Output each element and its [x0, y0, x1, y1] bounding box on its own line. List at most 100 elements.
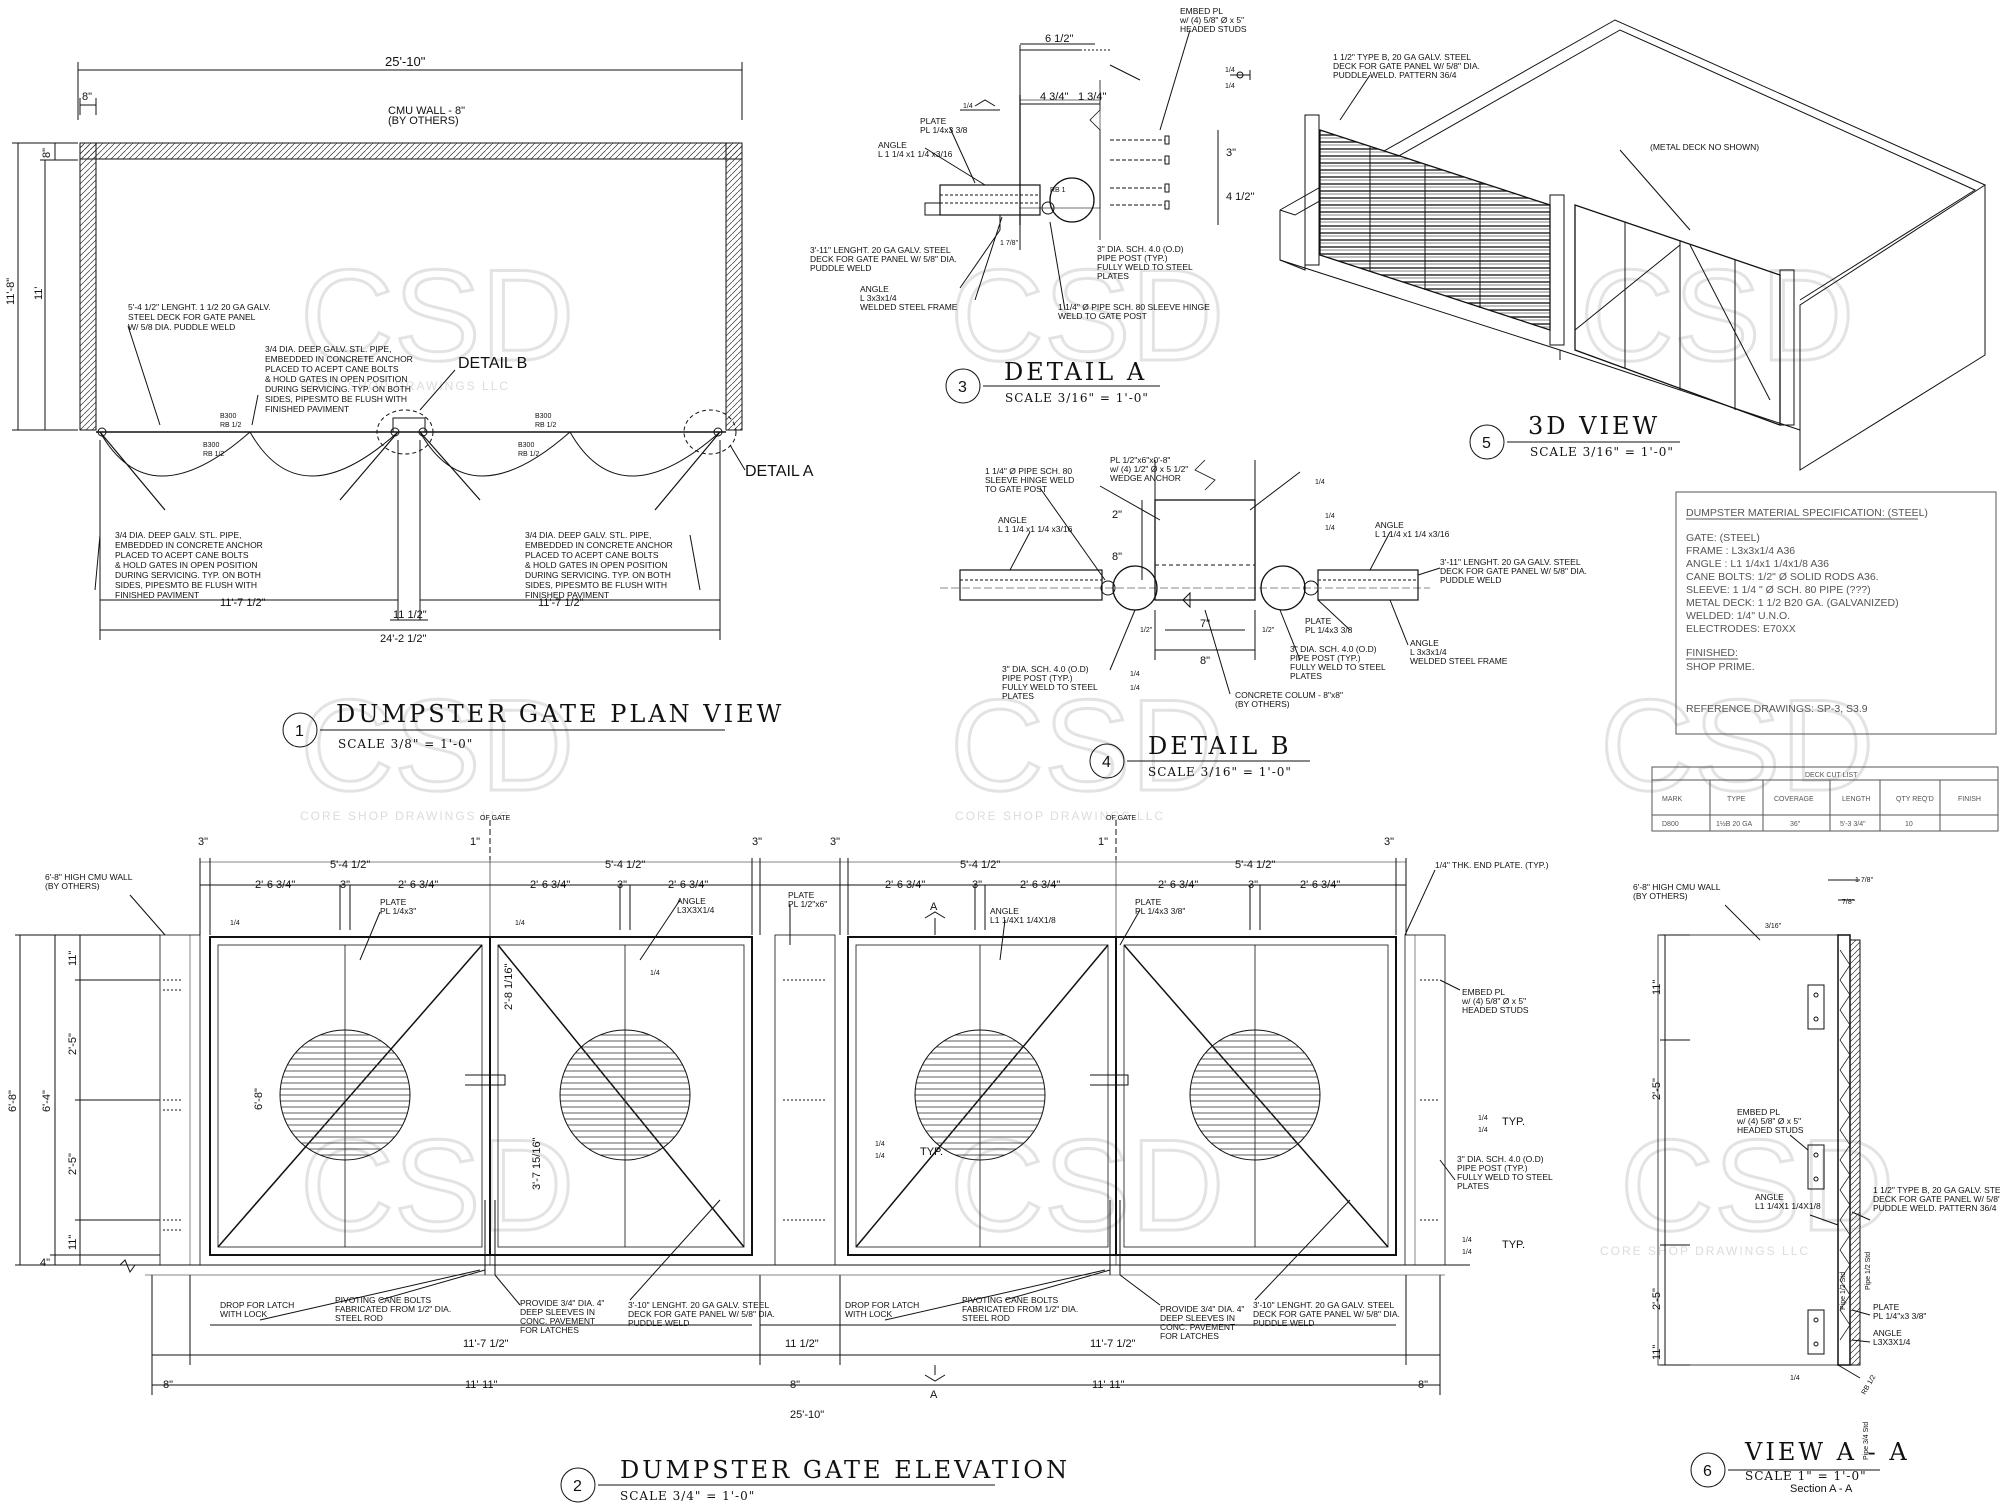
plate-a-1: PL 1/4x3 3/8 — [920, 125, 968, 135]
angle-s-0: ANGLE — [1755, 1192, 1784, 1202]
pipe-note-0: 3/4 DIA. DEEP GALV. STL. PIPE, — [265, 344, 391, 354]
cmu-s-0: 6'-8" HIGH CMU WALL — [1633, 882, 1721, 892]
dim-leaf-left: 11'-7 1/2" — [220, 597, 266, 609]
cl-gate: OF GATE — [480, 815, 511, 822]
dim-3-mid: 3" — [972, 879, 982, 891]
deck-note-1: STEEL DECK FOR GATE PANEL — [128, 312, 256, 322]
weld-s: 1/4 — [1790, 1375, 1800, 1382]
watermark-logo: CSD — [300, 672, 574, 818]
deck-cut-header: COVERAGE — [1774, 796, 1814, 803]
section-scale: SCALE 1" = 1'-0" — [1745, 1469, 1867, 1483]
deck-b-1: DECK FOR GATE PANEL W/ 5/8" DIA. — [1440, 566, 1587, 576]
dim-half-r: 1/2" — [1262, 627, 1275, 634]
deck-3d-0: 1 1/2" TYPE B, 20 GA GALV. STEEL — [1333, 52, 1471, 62]
post-a-3: PLATES — [1097, 271, 1129, 281]
post-bl-1: PIPE POST (TYP.) — [1002, 673, 1073, 683]
angle-a-1: L 1 1/4 x1 1/4 x3/16 — [878, 149, 953, 159]
embed-s-1: w/ (4) 5/8" Ø x 5" — [1736, 1116, 1801, 1126]
dim-8: 8" — [1200, 655, 1210, 667]
plate1-1: PL 1/4x3" — [380, 906, 416, 916]
cmu-0: 6'-8" HIGH CMU WALL — [45, 872, 133, 882]
sleeves-2: CONC. PAVEMENT — [520, 1316, 595, 1326]
dim-3-mid: 3" — [340, 879, 350, 891]
deck-cut-table: DECK CUT LIST MARK TYPE COVERAGE LENGTH … — [1651, 766, 1999, 832]
deck-3d-1: DECK FOR GATE PANEL W/ 5/8" DIA. — [1333, 61, 1480, 71]
dim-mid: 4 3/4" — [1040, 91, 1068, 103]
dim-overall: 25'-10" — [385, 54, 426, 69]
deck-e-1: DECK FOR GATE PANEL W/ 5/8" DIA. — [1253, 1309, 1400, 1319]
deck-note-0: 5'-4 1/2" LENGHT. 1 1/2 20 GA GALV. — [128, 302, 271, 312]
embed-a-2: HEADED STUDS — [1180, 24, 1247, 34]
plate1-0: PLATE — [380, 897, 407, 907]
dim-leaf: 11'-7 1/2" — [1090, 1338, 1136, 1350]
elevation-text: OF GATE OF GATE 3" 3" 3" 3" 1" 1" 5'-4 1… — [7, 815, 1553, 1503]
angle2-1: L1 1/4X1 1/4X1/8 — [990, 915, 1056, 925]
section-title: VIEW A - A — [1744, 1438, 1910, 1466]
view-3d — [1279, 19, 1987, 471]
detail-b-text: 1 1/4" Ø PIPE SCH. 80 SLEEVE HINGE WELD … — [985, 455, 1587, 779]
weld-b4: 1/4 — [1325, 525, 1335, 532]
embed-a-0: EMBED PL — [1180, 6, 1223, 16]
post-e-0: 3" DIA. SCH. 4.0 (O.D) — [1457, 1154, 1544, 1164]
deck-s-0: 1 1/2" TYPE B, 20 GA GALV. STEEL — [1873, 1185, 2000, 1195]
elevation-title: DUMPSTER GATE ELEVATION — [620, 1456, 1070, 1484]
post-bl-0: 3" DIA. SCH. 4.0 (O.D) — [1002, 664, 1089, 674]
dim-vert: 1 7/8" — [1000, 240, 1019, 247]
plan-view — [12, 62, 746, 748]
dim-11-s: 11" — [1651, 1345, 1663, 1360]
weld-b3: 1/4 — [1325, 513, 1335, 520]
tag-b300: B300 — [535, 413, 551, 420]
latch-0: DROP FOR LATCH — [220, 1300, 294, 1310]
embed-e-0: EMBED PL — [1462, 987, 1505, 997]
latch-1: WITH LOCK — [845, 1309, 893, 1319]
dim-28: 2'-8 1/16" — [503, 964, 515, 1010]
angle-br-0: ANGLE — [1375, 520, 1404, 530]
dim-height-total: 11'-8" — [5, 278, 17, 305]
deck-s-1: DECK FOR GATE PANEL W/ 5/8" DIA. — [1873, 1194, 2000, 1204]
post-e-1: PIPE POST (TYP.) — [1457, 1163, 1528, 1173]
column-1: (BY OTHERS) — [1235, 699, 1290, 709]
latch-0: DROP FOR LATCH — [845, 1300, 919, 1310]
sleeves-3: FOR LATCHES — [1160, 1331, 1219, 1341]
sleeves-1: DEEP SLEEVES IN — [520, 1307, 595, 1317]
dim-11: 11" — [67, 1235, 79, 1250]
pipe-note-4: DURING SERVICING. TYP. ON BOTH — [265, 384, 411, 394]
post-e-2: FULLY WELD TO STEEL — [1457, 1172, 1553, 1182]
deck-note-2: W/ 5/8 DIA. PUDDLE WELD — [128, 322, 235, 332]
elevation-number: 2 — [573, 1478, 582, 1495]
sleeve-b-2: TO GATE POST — [985, 484, 1047, 494]
tag-rb: RB 1/2 — [518, 451, 540, 458]
angle-s2-0: ANGLE — [1873, 1328, 1902, 1338]
plate-s-0: PLATE — [1873, 1302, 1900, 1312]
view3d-number: 5 — [1482, 435, 1491, 452]
deck-e-2: PUDDLE WELD — [628, 1318, 689, 1328]
tag-rb: RB 1/2 — [203, 451, 225, 458]
dim-25: 2'-5" — [67, 1153, 79, 1175]
dim-small: 1 3/4" — [1078, 91, 1106, 103]
deck-cut-cell: 36" — [1790, 821, 1801, 828]
dim-panel: 2'-6 3/4" — [1020, 879, 1060, 891]
dim-8: 8" — [163, 1379, 173, 1391]
wedge-0: PL 1/2"x6"x0'-8" — [1110, 455, 1170, 465]
sleeves-1: DEEP SLEEVES IN — [1160, 1313, 1235, 1323]
deck-cut-header: TYPE — [1727, 796, 1746, 803]
detail-b-title: DETAIL B — [1148, 732, 1291, 760]
angle-bl-1: L 1 1/4 x1 1/4 x3/16 — [998, 524, 1073, 534]
pipe-note-right-0: 3/4 DIA. DEEP GALV. STL. PIPE, — [525, 530, 651, 540]
deck-s-2: PUDDLE WELD. PATTERN 36/4 — [1873, 1203, 1997, 1213]
weld-e3: 1/4 — [1462, 1237, 1472, 1244]
weld-a: 1/4 — [963, 103, 973, 110]
spec-line: METAL DECK: 1 1/2 B20 GA. (GALVANIZED) — [1686, 597, 1899, 609]
watermark-logo: CSD — [950, 672, 1224, 818]
cmu-s-1: (BY OTHERS) — [1633, 891, 1688, 901]
deck-e-2: PUDDLE WELD — [1253, 1318, 1314, 1328]
section-text: 6'-8" HIGH CMU WALL (BY OTHERS) 1 7/8" 7… — [1633, 877, 2000, 1495]
pipe-note-2: PLACED TO ACEPT CANE BOLTS — [265, 364, 399, 374]
weld-e1: 1/4 — [1478, 1115, 1488, 1122]
spec-finished-label: FINISHED: — [1686, 647, 1738, 659]
cane-2: STEEL ROD — [335, 1313, 383, 1323]
deck-a-0: 3'-11" LENGHT. 20 GA GALV. STEEL — [810, 245, 951, 255]
deck-cut-header: LENGTH — [1842, 796, 1870, 803]
dim-4: 4" — [40, 1257, 50, 1269]
tag-b300: B300 — [220, 413, 236, 420]
